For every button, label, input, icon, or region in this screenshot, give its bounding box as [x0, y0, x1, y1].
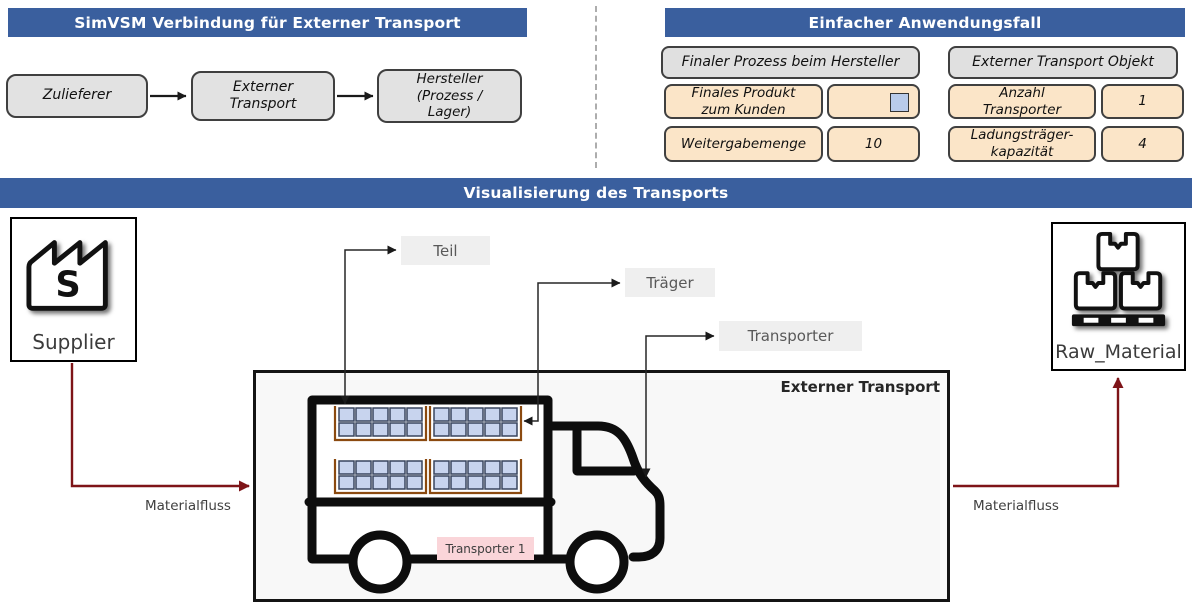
factory-icon-letter: S	[55, 265, 80, 306]
process-header-label: Finaler Prozess beim Hersteller	[681, 53, 900, 70]
callout-traeger-label: Träger	[646, 273, 694, 292]
use-case-header: Einfacher Anwendungsfall	[665, 8, 1185, 37]
callout-teil: Teil	[401, 236, 490, 265]
object-header-label: Externer Transport Objekt	[972, 53, 1154, 70]
anzahl-transporter-value-cell[interactable]: 1	[1101, 84, 1184, 119]
raw-material-node: Raw_Material	[1051, 222, 1186, 371]
material-flow-right-arrow	[953, 377, 1124, 488]
finales-produkt-label-cell: Finales Produkt zum Kunden	[664, 84, 823, 119]
externer-transport-container	[253, 370, 950, 602]
externer-transport-label-text: Externer Transport	[780, 378, 940, 396]
flow-box-zulieferer-label: Zulieferer	[42, 87, 112, 104]
simvsm-header-title: SimVSM Verbindung für Externer Transport	[74, 13, 461, 32]
flow-box-zulieferer: Zulieferer	[6, 74, 148, 118]
pallet-boxes-icon	[1071, 231, 1165, 327]
raw-material-label: Raw_Material	[1055, 341, 1182, 363]
ladungstraeger-value: 4	[1138, 135, 1147, 152]
anzahl-transporter-value: 1	[1138, 93, 1147, 110]
simvsm-header: SimVSM Verbindung für Externer Transport	[8, 8, 527, 37]
weitergabemenge-label: Weitergabemenge	[680, 135, 807, 152]
supplier-label: Supplier	[32, 330, 115, 354]
visualization-header-title: Visualisierung des Transports	[463, 184, 729, 202]
flow-box-hersteller-label: Hersteller (Prozess / Lager)	[416, 70, 483, 121]
flow-box-hersteller: Hersteller (Prozess / Lager)	[377, 69, 522, 123]
callout-teil-label: Teil	[433, 241, 458, 260]
factory-icon: S	[25, 240, 108, 311]
callout-traeger: Träger	[625, 268, 715, 297]
anzahl-transporter-label: Anzahl Transporter	[982, 84, 1062, 118]
materialfluss-label-right: Materialfluss	[973, 498, 1059, 514]
flow-box-externer-transport: Externer Transport	[191, 71, 335, 121]
anzahl-transporter-label-cell: Anzahl Transporter	[948, 84, 1096, 119]
callout-transporter: Transporter	[719, 321, 862, 351]
finales-produkt-label: Finales Produkt zum Kunden	[691, 84, 796, 118]
panel-divider	[595, 6, 597, 168]
ladungstraeger-label-cell: Ladungsträger- kapazität	[948, 126, 1096, 162]
weitergabemenge-value: 10	[864, 135, 883, 152]
material-flow-left-arrow	[70, 363, 250, 492]
finales-produkt-checkbox[interactable]	[890, 93, 909, 112]
weitergabemenge-value-cell[interactable]: 10	[827, 126, 920, 162]
use-case-header-title: Einfacher Anwendungsfall	[808, 13, 1042, 32]
transporter-tag-label: Transporter 1	[445, 541, 526, 556]
visualization-header: Visualisierung des Transports	[0, 178, 1192, 208]
finales-produkt-value-cell	[827, 84, 920, 119]
flow-box-externer-transport-label: Externer Transport	[229, 78, 297, 113]
object-header-cell: Externer Transport Objekt	[948, 46, 1178, 79]
callout-transporter-label: Transporter	[747, 327, 834, 345]
supplier-node: S Supplier	[10, 217, 137, 362]
ladungstraeger-value-cell[interactable]: 4	[1101, 126, 1184, 162]
materialfluss-label-left: Materialfluss	[145, 498, 231, 514]
weitergabemenge-label-cell: Weitergabemenge	[664, 126, 823, 162]
transporter-tag: Transporter 1	[437, 537, 534, 560]
externer-transport-container-label: Externer Transport	[700, 378, 940, 396]
ladungstraeger-label: Ladungsträger- kapazität	[970, 127, 1074, 160]
process-header-cell: Finaler Prozess beim Hersteller	[661, 46, 920, 79]
